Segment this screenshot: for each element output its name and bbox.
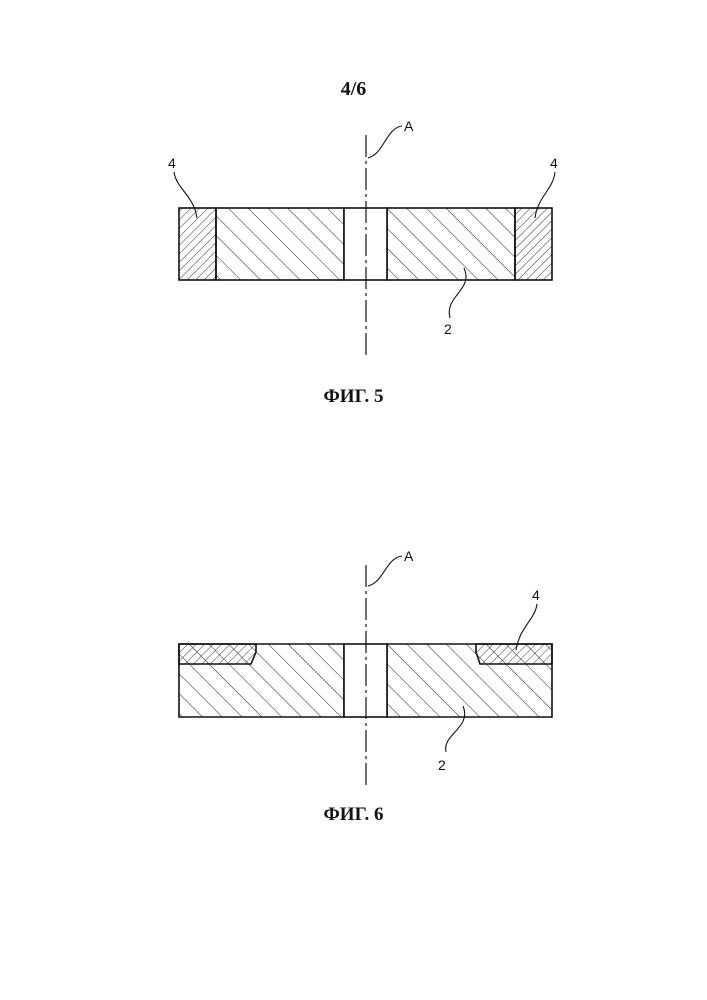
fig6-insert-left [179,644,256,664]
fig5-body-left [216,208,344,280]
figure-6: A 4 2 [179,548,552,786]
figure-5: A 4 4 2 [168,118,558,358]
fig6-axis-label: A [404,548,414,564]
fig5-insert-left [179,208,216,280]
fig5-label-body: 2 [444,321,452,337]
fig6-insert-right [476,644,552,664]
fig6-axis-leader [368,556,402,586]
figure-5-caption: ФИГ. 5 [0,386,707,408]
fig6-label-body: 2 [438,757,446,773]
fig5-body-right [387,208,515,280]
fig6-label-insert-right: 4 [532,587,540,603]
fig5-label-insert-left: 4 [168,155,176,171]
fig6-leader-insert-right [516,604,537,650]
figure-6-caption: ФИГ. 6 [0,804,707,826]
fig5-insert-right [515,208,552,280]
fig5-axis-leader [368,126,402,158]
fig5-axis-label: A [404,118,414,134]
fig5-label-insert-right: 4 [550,155,558,171]
